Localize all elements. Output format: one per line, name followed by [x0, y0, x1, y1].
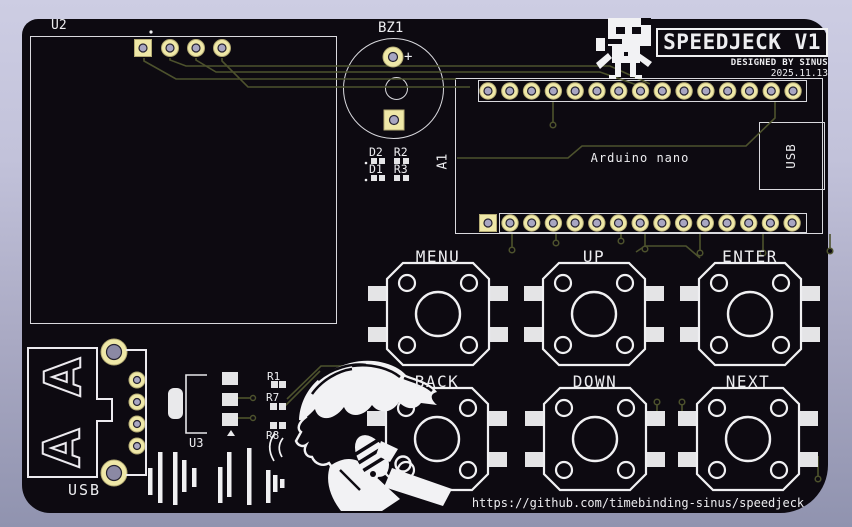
copper-traces: [143, 58, 831, 476]
u3-label: U3: [189, 436, 204, 450]
tactile-switches: [367, 261, 820, 492]
equalizer-bar: [273, 475, 278, 492]
d1-r3-labels: D1 R3: [369, 162, 408, 176]
title-box: SPEEDJECK V1: [656, 28, 828, 57]
arduino-top-header-pins: [479, 82, 802, 100]
u2-module-outline: [30, 36, 337, 324]
button-label-next: NEXT: [725, 372, 771, 391]
pin1-marker-dots: [149, 30, 368, 182]
u2-pads: [134, 39, 231, 57]
bz1-center-hole: [385, 77, 408, 100]
arduino-bottom-header-pins: [479, 214, 801, 232]
equalizer-bar: [227, 452, 232, 497]
via: [552, 239, 560, 247]
usb-a-glyph-top: A: [34, 357, 92, 396]
button-next: [678, 386, 818, 492]
equalizer-bar: [173, 452, 178, 505]
via: [826, 247, 834, 255]
equalizer-bar: [182, 460, 187, 492]
button-label-up: UP: [582, 247, 606, 266]
equalizer-bar: [192, 468, 197, 487]
equalizer-bar: [247, 448, 252, 505]
whistle-sound-arcs: [268, 432, 284, 462]
design-date-text: 2025.11.13: [770, 68, 828, 79]
via: [641, 245, 649, 253]
button-menu: [368, 261, 508, 367]
r7-label: R7: [266, 391, 280, 404]
button-label-down: DOWN: [572, 372, 618, 391]
designed-by-text: DESIGNED BY SINUS: [730, 58, 828, 68]
equalizer-bar: [148, 468, 153, 495]
bz1-label: BZ1: [378, 20, 404, 36]
bz1-pads: [382, 46, 405, 131]
equalizer-bar: [158, 452, 163, 503]
a1-label: A1: [435, 153, 451, 170]
usb-connector-label: USB: [68, 481, 102, 499]
robot-mascot-icon: [596, 18, 652, 79]
board-title: SPEEDJECK V1: [663, 30, 821, 54]
equalizer-bar: [218, 467, 223, 503]
through-hole-pads: [100, 39, 802, 487]
via: [508, 246, 516, 254]
via: [678, 398, 686, 406]
via: [617, 237, 625, 245]
arduino-usb-outline: [759, 122, 825, 190]
button-label-back: BACK: [414, 372, 460, 391]
smd-passive-pads: [222, 158, 409, 429]
button-label-menu: MENU: [415, 247, 461, 266]
button-enter: [680, 261, 820, 367]
button-up: [524, 261, 664, 367]
r8-label: R8: [266, 429, 280, 442]
bz1-buzzer-outline: [343, 38, 444, 139]
via: [549, 121, 557, 129]
via: [696, 249, 704, 257]
usb-a-footprint: A A: [27, 347, 147, 478]
arduino-bottom-header-outline: [499, 213, 807, 233]
via: [653, 398, 661, 406]
whistler-artwork: [268, 360, 452, 511]
button-label-enter: ENTER: [722, 247, 778, 266]
usb-a-glyph-bottom: A: [33, 428, 91, 467]
equalizer-bar: [266, 470, 271, 503]
button-down: [525, 386, 665, 492]
bz1-plus-mark: +: [404, 49, 413, 65]
via: [759, 249, 767, 257]
arduino-usb-label: USB: [783, 143, 798, 169]
github-url: https://github.com/timebinding-sinus/spe…: [471, 496, 805, 510]
arduino-nano-label: Arduino nano: [590, 151, 690, 165]
ring-detail: [394, 455, 412, 473]
equalizer-bars-art: [148, 448, 285, 505]
d2-r2-labels: D2 R2: [369, 145, 408, 159]
via: [814, 475, 822, 483]
u2-label: U2: [51, 18, 67, 33]
equalizer-bar: [280, 479, 285, 488]
u3-outline: [168, 374, 235, 436]
r1-label: R1: [267, 370, 281, 383]
usb-a-pads: [100, 338, 146, 487]
